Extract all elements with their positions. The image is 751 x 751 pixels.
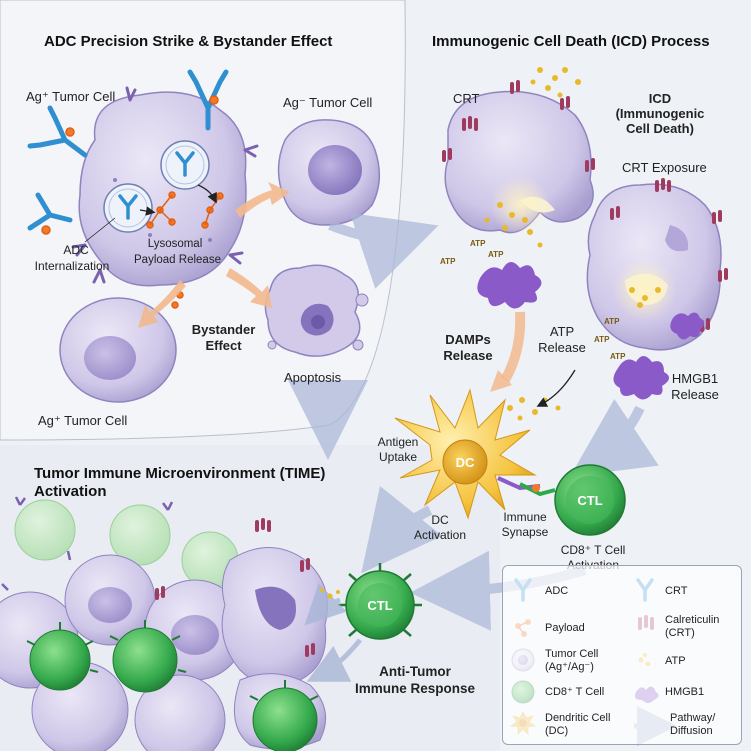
legend-crt: CRT (665, 585, 688, 597)
label-immune-synapse-1: Immune (503, 510, 547, 524)
label-crt-exposure: CRT Exposure (622, 160, 707, 175)
arrow-damps-to-dc (500, 311, 526, 383)
arrow-atp-to-dc (536, 369, 576, 407)
icd-cell-1 (444, 90, 594, 235)
legend-calreticulin-1: Calreticulin (665, 614, 720, 626)
label-apoptosis: Apoptosis (284, 370, 342, 385)
label-atp-2: ATP (440, 257, 456, 266)
label-damps-1: DAMPs (445, 332, 491, 347)
label-atp-6: ATP (610, 352, 626, 361)
label-adc-internalization-1: ADC (63, 243, 89, 257)
label-dc-activation-2: Activation (413, 528, 467, 542)
label-cd8-activation-1: CD8⁺ T Cell (560, 543, 626, 557)
ag-pos-tumor-cell-bottom (59, 297, 177, 403)
section-title-adc: ADC Precision Strike & Bystander Effect (44, 33, 333, 50)
tumor-cluster (0, 547, 328, 751)
ctl-cell-right (554, 464, 626, 536)
bystander-arrows (138, 182, 290, 328)
label-dc-activation-1: DC (431, 513, 449, 527)
label-atp-3: ATP (488, 250, 504, 259)
legend-box (502, 565, 742, 745)
legend-pathway-1: Pathway/ (670, 712, 716, 724)
label-atp-release-1: ATP (549, 324, 575, 339)
legend-atp: ATP (665, 655, 686, 667)
label-ctl-right: CTL (577, 493, 603, 508)
label-lysosomal-2: Payload Release (134, 254, 221, 266)
label-adc-internalization-2: Internalization (34, 259, 110, 273)
attack-arrow-1 (304, 583, 347, 626)
attack-arrow-2 (306, 638, 362, 682)
ctl-cluster-spikes (26, 620, 319, 701)
internal-arrow-2 (139, 206, 156, 216)
label-antigen-uptake-2: Uptake (378, 450, 418, 464)
arrow-to-icd (328, 212, 439, 289)
label-anti-tumor-1: Anti-Tumor (379, 664, 451, 679)
time-granules (320, 588, 340, 599)
receptors-main (71, 86, 259, 284)
adc-antibodies (27, 69, 229, 231)
ctl-cluster-cells (29, 627, 318, 751)
label-crt: CRT (453, 91, 480, 106)
ctl-pale-cells (14, 499, 239, 589)
legend-dc-2: (DC) (545, 725, 569, 737)
label-icd-2: (Immunogenic (615, 106, 705, 121)
label-ag-pos-bottom: Ag⁺ Tumor Cell (38, 413, 128, 428)
label-ag-neg: Ag⁻ Tumor Cell (283, 95, 373, 110)
hmgb1-blobs (477, 261, 704, 400)
label-ctl-time: CTL (367, 598, 393, 613)
internal-arrow (197, 184, 217, 204)
legend-adc: ADC (545, 585, 569, 597)
label-hmgb1-release-2: Release (671, 387, 719, 402)
label-immune-synapse-2: Synapse (501, 525, 549, 539)
legend-payload: Payload (545, 622, 585, 634)
ag-pos-tumor-cell-main (78, 91, 247, 287)
label-anti-tumor-2: Immune Response (354, 681, 476, 696)
legend-tumor-2: (Ag⁺/Ag⁻) (545, 661, 594, 673)
arrow-dc-to-time (361, 485, 443, 574)
legend-cd8: CD8⁺ T Cell (545, 686, 605, 698)
label-antigen-uptake-1: Antigen (377, 435, 419, 449)
apoptotic-cell (264, 264, 369, 357)
ag-neg-tumor-cell (277, 119, 381, 226)
ctl-cell-time (345, 570, 415, 640)
label-damps-2: Release (443, 348, 493, 363)
label-lysosomal-1: Lysosomal (147, 238, 203, 250)
legend-tumor-1: Tumor Cell (545, 648, 599, 660)
label-atp-1: ATP (470, 239, 486, 248)
time-receptors (1, 496, 174, 591)
arrow-damps-head (490, 370, 512, 392)
immune-synapse (497, 476, 556, 497)
label-atp-4: ATP (604, 317, 620, 326)
label-atp-release-2: Release (538, 340, 586, 355)
dendritic-cell (394, 388, 537, 520)
section-title-time-2: Activation (34, 483, 107, 500)
label-bystander-2: Effect (205, 338, 242, 353)
section-title-time-1: Tumor Immune Microenvironment (TIME) (34, 465, 326, 482)
legend-hmgb1: HMGB1 (665, 686, 705, 698)
label-dc-cell: DC (455, 455, 475, 470)
section-title-icd: Immunogenic Cell Death (ICD) Process (432, 33, 710, 50)
label-atp-5: ATP (594, 335, 610, 344)
legend-dc-1: Dendritic Cell (545, 712, 611, 724)
legend-pathway-2: Diffusion (670, 725, 713, 737)
label-bystander-1: Bystander (191, 322, 256, 337)
label-hmgb1-release-1: HMGB1 (671, 371, 719, 386)
label-ag-pos-top: Ag⁺ Tumor Cell (26, 89, 116, 104)
legend-calreticulin-2: (CRT) (665, 627, 695, 639)
arrow-hmgb1-to-dc (570, 398, 659, 477)
label-icd-1: ICD (648, 91, 672, 106)
label-icd-3: Cell Death) (626, 121, 694, 136)
